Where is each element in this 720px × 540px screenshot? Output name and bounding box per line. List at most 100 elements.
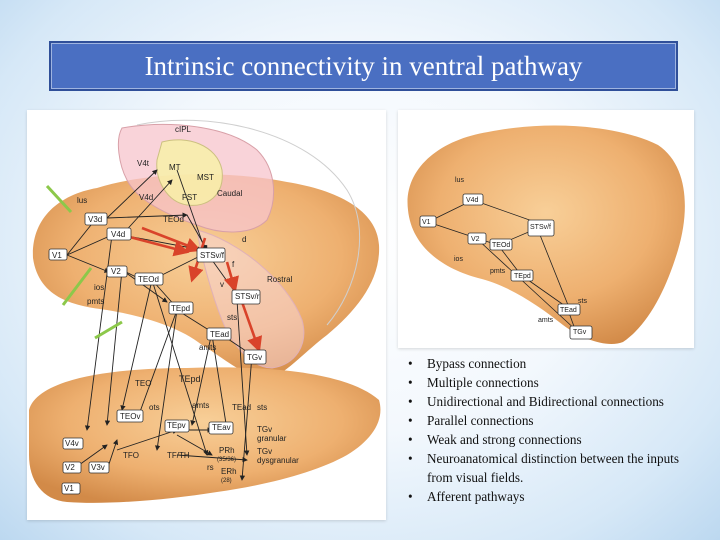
label-d: d — [242, 235, 246, 244]
right-brain-svg: lus V4d V1 STSv/f V2 TEOd ios pmts TEpd … — [407, 125, 685, 345]
label-erh-num: (28) — [221, 478, 232, 484]
label-v: v — [220, 280, 224, 289]
label-teod-top: TEOd — [163, 215, 184, 224]
right-area-boxes — [419, 193, 593, 340]
bullet-item: • Bypass connection — [408, 354, 698, 373]
green-arrow-1 — [45, 184, 73, 214]
label-teod: TEOd — [138, 275, 159, 284]
label-tepd: TEpd — [171, 304, 190, 313]
area-boxes — [48, 212, 267, 495]
label-rs: rs — [207, 463, 214, 472]
bullet-dot: • — [408, 432, 413, 447]
label-tfth: TF/TH — [167, 451, 190, 460]
slide-title: Intrinsic connectivity in ventral pathwa… — [144, 50, 583, 81]
label-stsvr: STSv/r — [235, 292, 260, 301]
bullet-text: Afferent pathways — [427, 489, 525, 504]
label-v3v: V3v — [91, 463, 105, 472]
label-v3d: V3d — [88, 215, 102, 224]
outer-outline — [136, 119, 361, 326]
bullet-item: • Weak and strong connections — [408, 430, 698, 449]
label-fst: FST — [182, 193, 197, 202]
rlabel-ios: ios — [454, 256, 463, 263]
label-v4v: V4v — [65, 439, 79, 448]
rlabel-teod: TEOd — [492, 242, 510, 249]
bullet-dot: • — [408, 394, 413, 409]
label-teov: TEOv — [120, 412, 140, 421]
rlabel-tgv: TGv — [573, 329, 587, 336]
bullet-dot: • — [408, 489, 413, 504]
bullet-item: • Afferent pathways — [408, 487, 698, 506]
label-teav: TEav — [212, 423, 231, 432]
rlabel-amts: amts — [538, 317, 554, 324]
bullet-text: Bypass connection — [427, 356, 527, 371]
bullet-dot: • — [408, 451, 413, 466]
label-amts-lower: amts — [192, 401, 209, 410]
label-tfo: TFO — [123, 451, 139, 460]
strong-connection-lines — [121, 226, 263, 353]
label-prh: PRh — [219, 446, 235, 455]
rlabel-v4d: V4d — [466, 197, 479, 204]
left-brain-svg: cIPL V4t MT MST V4d FST Caudal TEOd lus … — [29, 119, 381, 503]
bullet-text: Unidirectional and Bidirectional connect… — [427, 394, 664, 409]
label-v2: V2 — [111, 267, 121, 276]
label-cipl: cIPL — [175, 125, 192, 134]
label-caudal: Caudal — [217, 189, 243, 198]
rlabel-lus: lus — [455, 177, 464, 184]
lower-brain-shape — [29, 367, 381, 503]
label-v4t: V4t — [137, 159, 150, 168]
bullet-item: • Neuroanatomical distinction between the… — [408, 449, 698, 487]
label-lus: lus — [77, 196, 87, 205]
rlabel-v1: V1 — [422, 219, 431, 226]
label-granular: granular — [257, 434, 287, 443]
label-teo-mid: TEO — [135, 379, 151, 388]
label-tgv-lower2: TGv — [257, 447, 272, 456]
label-sts-lower: sts — [257, 403, 267, 412]
bullet-dot: • — [408, 356, 413, 371]
green-arrow-2 — [61, 267, 93, 306]
green-arrow-3 — [94, 320, 123, 340]
label-tead: TEad — [210, 330, 229, 339]
bullet-list: • Bypass connection • Multiple connections… — [408, 354, 698, 506]
label-sts: sts — [227, 313, 237, 322]
rlabel-v2: V2 — [471, 236, 480, 243]
bullet-text: Parallel connections — [427, 413, 534, 428]
label-f: f — [232, 260, 235, 269]
bullet-dot: • — [408, 375, 413, 390]
green-pointers — [45, 184, 123, 340]
rlabel-tead: TEad — [560, 307, 577, 314]
label-tepv: TEpv — [167, 421, 186, 430]
label-ios: ios — [94, 283, 104, 292]
bullet-item: • Parallel connections — [408, 411, 698, 430]
bullet-dot: • — [408, 413, 413, 428]
left-brain-diagram: cIPL V4t MT MST V4d FST Caudal TEOd lus … — [27, 110, 386, 520]
bullet-text: Weak and strong connections — [427, 432, 582, 447]
label-v1: V1 — [52, 251, 62, 260]
rlabel-tepd: TEpd — [514, 273, 531, 280]
label-amts: amts — [199, 343, 216, 352]
label-erh: ERh — [221, 467, 237, 476]
slide-title-box: Intrinsic connectivity in ventral pathwa… — [49, 41, 678, 91]
label-tead-lower: TEad — [232, 403, 251, 412]
label-v1-lower: V1 — [64, 484, 74, 493]
bullet-item: • Multiple connections — [408, 373, 698, 392]
label-mt: MT — [169, 163, 181, 172]
rlabel-sts: sts — [578, 298, 587, 305]
label-v4d: V4d — [111, 230, 125, 239]
label-v4d-top: V4d — [139, 193, 153, 202]
bullet-item: • Unidirectional and Bidirectional connec… — [408, 392, 698, 411]
rlabel-pmts: pmts — [490, 268, 506, 275]
label-tepd-lower: TEpd — [179, 374, 201, 384]
bullet-text: Neuroanatomical distinction between the … — [427, 451, 679, 485]
rlabel-stsvf: STSv/f — [530, 224, 551, 231]
label-pmts: pmts — [87, 297, 104, 306]
label-prh-num: (35/36) — [217, 457, 236, 463]
label-ots: ots — [149, 403, 160, 412]
label-mst: MST — [197, 173, 214, 182]
right-brain-diagram: lus V4d V1 STSv/f V2 TEOd ios pmts TEpd … — [398, 110, 694, 348]
bullet-text: Multiple connections — [427, 375, 539, 390]
label-stsvt: STSv/f — [200, 251, 225, 260]
label-tgv: TGv — [247, 353, 262, 362]
label-v2-lower: V2 — [65, 463, 75, 472]
label-tgv-lower: TGv — [257, 425, 272, 434]
label-dysgranular: dysgranular — [257, 456, 299, 465]
